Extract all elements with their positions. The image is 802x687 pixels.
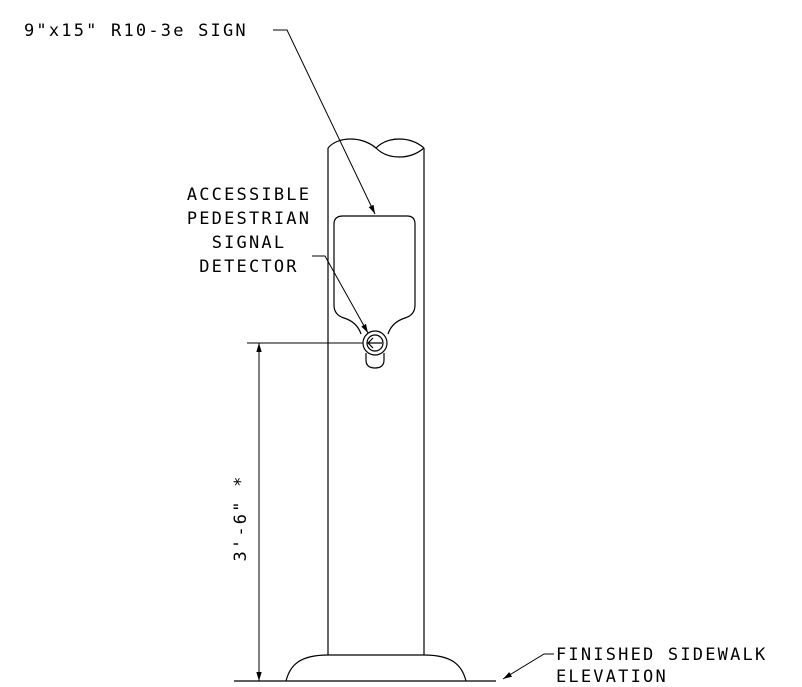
detector-label-line-3: SIGNAL [212, 233, 287, 253]
sidewalk-leader [502, 653, 554, 680]
sidewalk-label-line-1: FINISHED SIDEWALK [556, 645, 767, 665]
sign-leader [273, 29, 376, 215]
sign-label: 9"x15" R10-3e SIGN [24, 21, 248, 41]
detector-label: ACCESSIBLE PEDESTRIAN SIGNAL DETECTOR [187, 185, 311, 277]
dimension-label: 3'-6" * [231, 474, 251, 561]
pole-base [285, 654, 467, 682]
detector-label-line-2: PEDESTRIAN [187, 209, 311, 229]
sidewalk-label: FINISHED SIDEWALK ELEVATION [556, 645, 767, 687]
detector-label-line-4: DETECTOR [199, 257, 298, 277]
detector-button [362, 330, 388, 369]
detector-leader [312, 255, 369, 334]
r10-3e-sign [333, 215, 416, 335]
detector-label-line-1: ACCESSIBLE [187, 185, 311, 205]
sidewalk-label-line-2: ELEVATION [556, 667, 668, 687]
height-dimension [247, 342, 363, 681]
